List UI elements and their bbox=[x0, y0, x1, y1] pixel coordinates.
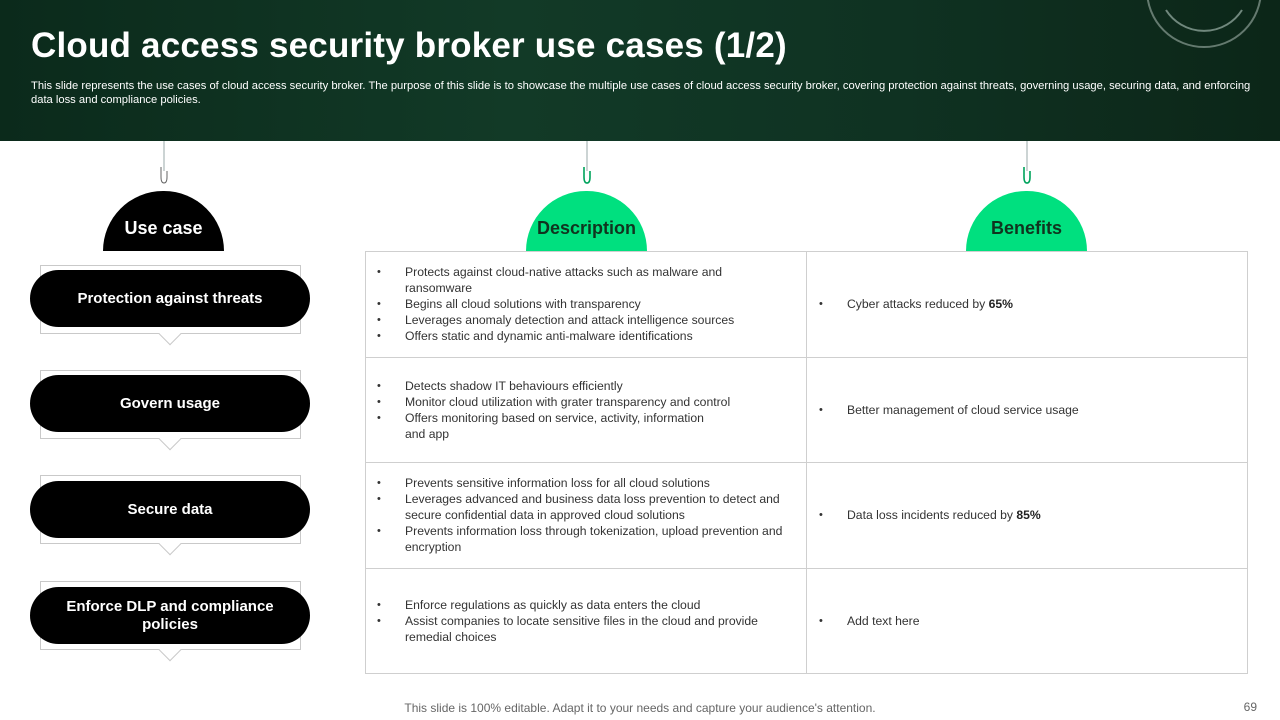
decorative-circle-icon bbox=[1146, 0, 1262, 48]
list-item: Offers static and dynamic anti-malware i… bbox=[375, 328, 786, 344]
page-title: Cloud access security broker use cases (… bbox=[31, 26, 787, 65]
list-item: Detects shadow IT behaviours efficiently bbox=[375, 378, 786, 394]
description-cell: Prevents sensitive information loss for … bbox=[366, 463, 807, 568]
benefit-cell: Add text here bbox=[807, 569, 1247, 675]
use-case-header: Use case bbox=[103, 141, 224, 251]
list-item: Protects against cloud-native attacks su… bbox=[375, 264, 786, 296]
description-header-label: Description bbox=[526, 191, 647, 251]
list-item: Offers monitoring based on service, acti… bbox=[375, 410, 786, 442]
table-row: Detects shadow IT behaviours efficiently… bbox=[366, 357, 1247, 463]
list-item: Begins all cloud solutions with transpar… bbox=[375, 296, 786, 312]
benefits-header-label: Benefits bbox=[966, 191, 1087, 251]
table-row: Prevents sensitive information loss for … bbox=[366, 463, 1247, 569]
page-number: 69 bbox=[1243, 700, 1257, 714]
slide-header: Cloud access security broker use cases (… bbox=[0, 0, 1280, 141]
list-item: Monitor cloud utilization with grater tr… bbox=[375, 394, 786, 410]
list-item: Assist companies to locate sensitive fil… bbox=[375, 613, 786, 645]
list-item: Leverages advanced and business data los… bbox=[375, 491, 786, 523]
use-case-govern-usage: Govern usage bbox=[30, 375, 310, 432]
list-item: Enforce regulations as quickly as data e… bbox=[375, 597, 786, 613]
use-case-secure-data: Secure data bbox=[30, 481, 310, 538]
footer-note: This slide is 100% editable. Adapt it to… bbox=[404, 701, 876, 715]
description-cell: Protects against cloud-native attacks su… bbox=[366, 252, 807, 357]
table-row: Enforce regulations as quickly as data e… bbox=[366, 568, 1247, 675]
use-case-enforce-dlp: Enforce DLP and compliance policies bbox=[30, 587, 310, 644]
page-subtitle: This slide represents the use cases of c… bbox=[31, 80, 1251, 106]
benefit-cell: Data loss incidents reduced by 85% bbox=[807, 463, 1247, 568]
use-case-protection-against-threats: Protection against threats bbox=[30, 270, 310, 327]
list-item: Prevents sensitive information loss for … bbox=[375, 475, 786, 491]
table-row: Protects against cloud-native attacks su… bbox=[366, 252, 1247, 358]
list-item: Data loss incidents reduced by 85% bbox=[817, 507, 1041, 523]
benefit-cell: Cyber attacks reduced by 65% bbox=[807, 252, 1247, 357]
use-case-table: Protects against cloud-native attacks su… bbox=[365, 251, 1248, 674]
benefit-cell: Better management of cloud service usage bbox=[807, 358, 1247, 463]
list-item: Prevents information loss through tokeni… bbox=[375, 523, 786, 555]
use-case-header-label: Use case bbox=[103, 191, 224, 251]
list-item: Leverages anomaly detection and attack i… bbox=[375, 312, 786, 328]
benefits-header: Benefits bbox=[966, 141, 1087, 251]
description-cell: Detects shadow IT behaviours efficiently… bbox=[366, 357, 807, 462]
list-item: Cyber attacks reduced by 65% bbox=[817, 296, 1013, 312]
description-header: Description bbox=[526, 141, 647, 251]
list-item: Better management of cloud service usage bbox=[817, 402, 1079, 418]
list-item: Add text here bbox=[817, 613, 920, 629]
description-cell: Enforce regulations as quickly as data e… bbox=[366, 568, 807, 674]
